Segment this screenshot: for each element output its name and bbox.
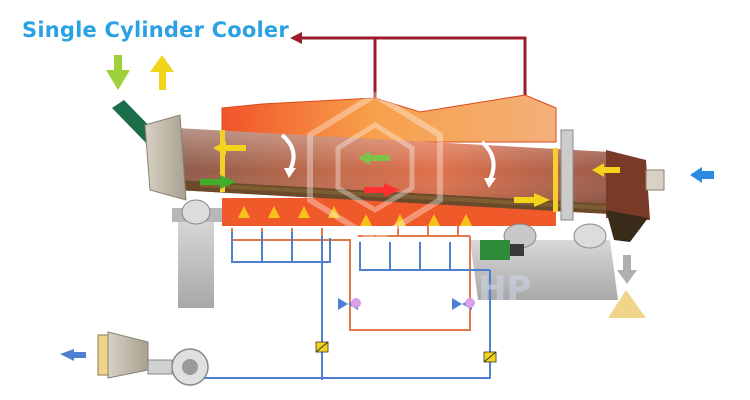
product-pile [608,290,646,318]
rotation-arrow-left [280,133,296,171]
exhaust-duct [290,32,527,98]
support-roller-right [573,223,607,249]
hot-gas-arrow-icon [213,141,246,155]
tyre-band-left [220,130,225,192]
product-discharge [608,255,646,318]
intake-air-arrow-icon [60,349,86,361]
watermark-text: HP [478,269,531,309]
air-filter [97,331,149,379]
material-flow-arrow-icon [200,175,236,189]
discharge-chute [606,210,648,242]
tyre-band-right [553,148,558,212]
exhaust-arrow-icon [290,32,302,44]
damper-icon [315,341,497,363]
fuel-pipes [231,226,471,331]
internal-flow-arrows [200,133,620,207]
cooler-drum [176,128,610,214]
rotation-arrow-right [480,140,496,181]
diagram-title: Single Cylinder Cooler [22,18,289,42]
material-out-arrow-icon [514,193,550,207]
cooling-air-inlet-arrow-icon [690,167,714,183]
left-foundation [178,218,214,308]
feed-inlet-arrow-icon [106,55,130,90]
air-arrow-icon [358,151,390,165]
outlet-nozzle [645,169,665,191]
flame-arrow-icon [364,183,400,197]
support-roller-left [181,199,211,225]
drive-column [560,129,574,221]
hot-gas-arrow-right-icon [592,163,620,177]
valve-icon [338,298,475,310]
motor-icon [480,240,510,260]
discharge-arrow-icon [617,255,637,284]
air-outlet-arrow-icon [150,55,174,90]
outlet-hood [606,150,650,220]
burner-icon [238,206,472,226]
fan-icon [147,348,209,386]
burner-row [238,206,472,226]
inlet-hood [144,114,187,201]
watermark-logo [307,91,443,244]
air-pipes [104,232,491,380]
